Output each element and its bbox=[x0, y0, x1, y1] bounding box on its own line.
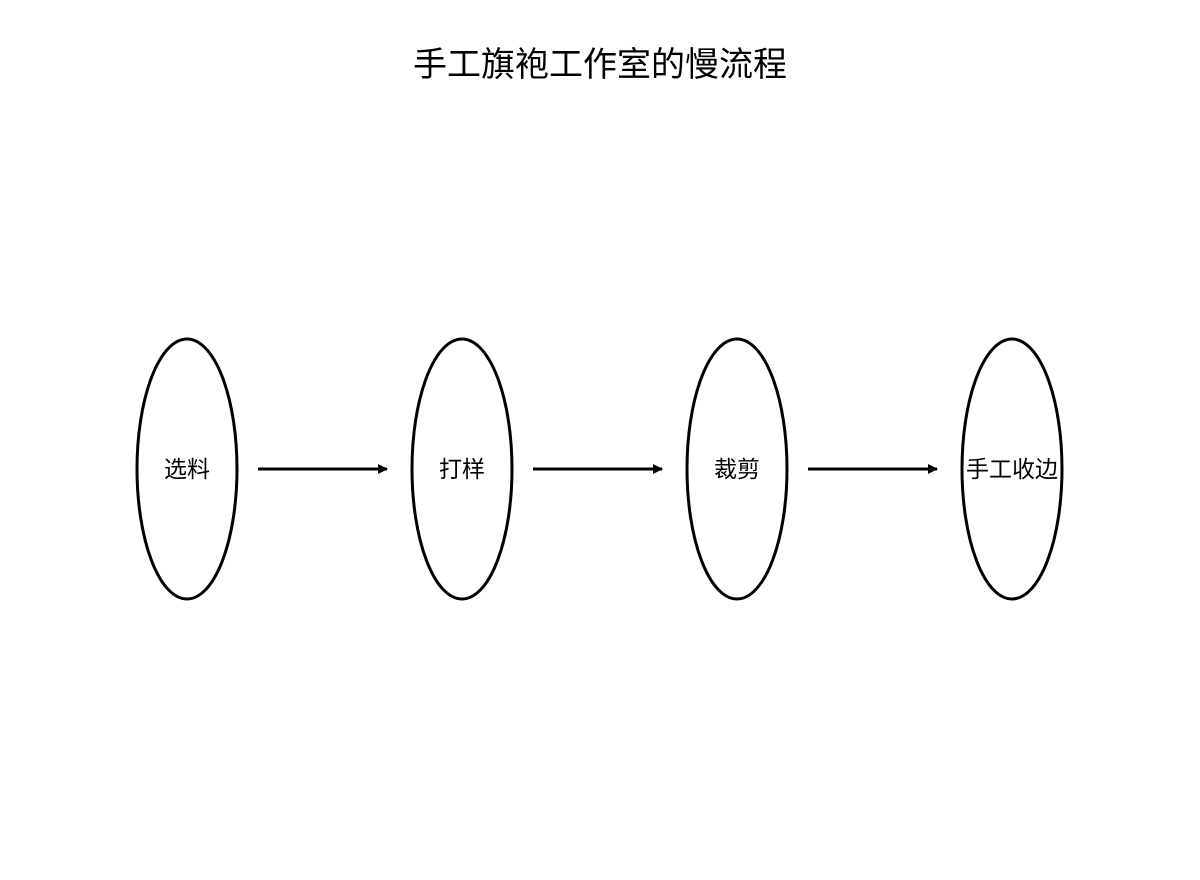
flow-node-1: 选料 bbox=[135, 337, 239, 601]
node-ellipse bbox=[410, 337, 514, 601]
diagram-title: 手工旗袍工作室的慢流程 bbox=[413, 45, 787, 85]
node-label: 打样 bbox=[439, 457, 485, 483]
node-label: 裁剪 bbox=[714, 457, 760, 483]
node-ellipse bbox=[685, 337, 789, 601]
node-label: 选料 bbox=[164, 457, 210, 483]
node-ellipse bbox=[135, 337, 239, 601]
flow-node-3: 裁剪 bbox=[685, 337, 789, 601]
node-ellipse bbox=[960, 337, 1064, 601]
node-label: 手工收边 bbox=[966, 457, 1058, 483]
flow-node-4: 手工收边 bbox=[960, 337, 1064, 601]
flow-node-2: 打样 bbox=[410, 337, 514, 601]
